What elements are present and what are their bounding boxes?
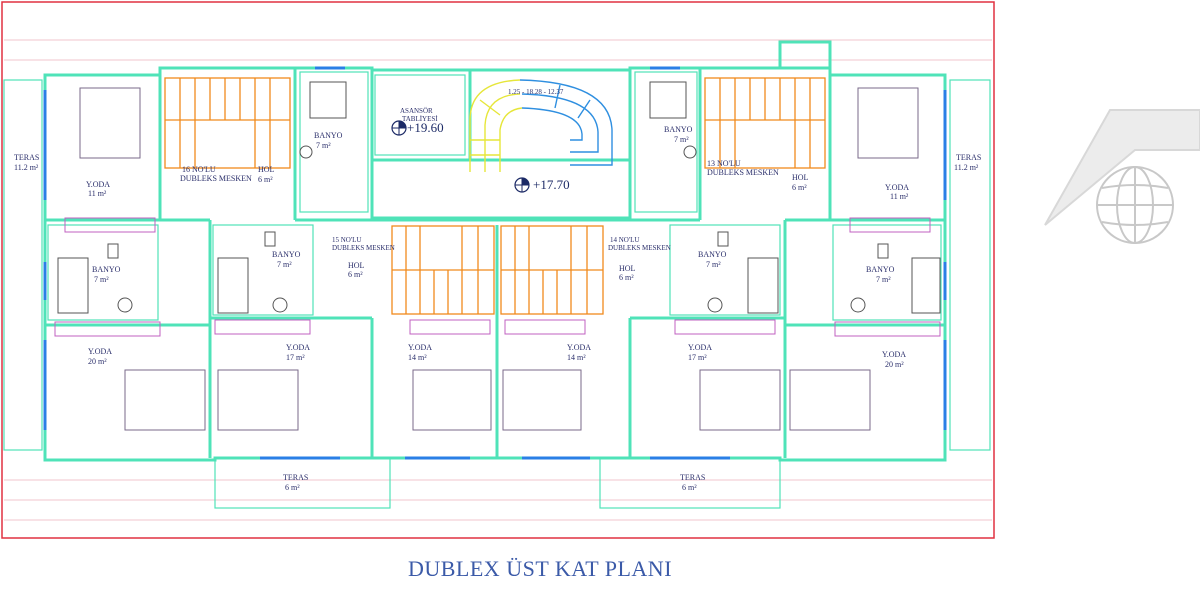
stairs-16 bbox=[164, 77, 291, 169]
room-area: 7 m² bbox=[316, 141, 331, 150]
bathtub-icon bbox=[747, 257, 779, 314]
room-name: 13 NO'LU bbox=[707, 159, 741, 168]
room-name: BANYO bbox=[664, 125, 693, 134]
stair-level: +17.70 bbox=[533, 177, 570, 192]
room-area: 6 m² bbox=[285, 483, 300, 492]
room-area: 7 m² bbox=[674, 135, 689, 144]
room-name: HOL bbox=[792, 173, 809, 182]
room-area: 14 m² bbox=[567, 353, 586, 362]
spiral-stair bbox=[469, 79, 613, 172]
bed-icon bbox=[699, 369, 781, 431]
room-name: 14 NO'LU bbox=[610, 236, 639, 244]
room-area: 6 m² bbox=[792, 183, 807, 192]
room-name: HOL bbox=[348, 261, 365, 270]
bathtub-icon bbox=[911, 257, 941, 314]
toilet-icon bbox=[107, 243, 119, 259]
roof-outline bbox=[1, 1, 995, 539]
room-area: 20 m² bbox=[88, 357, 107, 366]
level-marker-icon bbox=[391, 120, 530, 193]
bathtub-icon bbox=[57, 257, 89, 314]
room-area: 20 m² bbox=[885, 360, 904, 369]
bed-icon bbox=[124, 369, 206, 431]
room-name: TERAS bbox=[283, 473, 308, 482]
room-area: 17 m² bbox=[688, 353, 707, 362]
room-area: 11 m² bbox=[88, 189, 107, 198]
room-name: TERAS bbox=[680, 473, 705, 482]
bathtub-icon bbox=[309, 81, 347, 119]
room-area: 6 m² bbox=[258, 175, 273, 184]
bathtub-icon bbox=[649, 81, 687, 119]
room-name: 16 NO'LU bbox=[182, 165, 216, 174]
compass-logo-icon bbox=[1044, 109, 1200, 244]
room-name: DUBLEKS MESKEN bbox=[332, 244, 395, 252]
bed-icon bbox=[789, 369, 871, 431]
room-name: Y.ODA bbox=[286, 343, 310, 352]
bed-icon bbox=[217, 369, 299, 431]
room-name: DUBLEKS MESKEN bbox=[707, 168, 779, 177]
bathtub-icon bbox=[217, 257, 249, 314]
room-name: 15 NO'LU bbox=[332, 236, 361, 244]
room-area: 7 m² bbox=[876, 275, 891, 284]
room-name: Y.ODA bbox=[408, 343, 432, 352]
room-name: Y.ODA bbox=[88, 347, 112, 356]
sink-icon bbox=[272, 297, 288, 313]
toilet-icon bbox=[264, 231, 276, 247]
room-name: BANYO bbox=[272, 250, 301, 259]
sink-icon bbox=[850, 297, 866, 313]
room-area: 17 m² bbox=[286, 353, 305, 362]
room-area: 6 m² bbox=[348, 270, 363, 279]
wardrobes bbox=[54, 217, 941, 337]
bed-icon bbox=[412, 369, 492, 431]
sink-icon bbox=[299, 145, 313, 159]
room-name: BANYO bbox=[92, 265, 121, 274]
room-name: Y.ODA bbox=[688, 343, 712, 352]
sink-icon bbox=[117, 297, 133, 313]
windows bbox=[43, 66, 947, 460]
toilet-icon bbox=[877, 243, 889, 259]
bed-icon bbox=[79, 87, 141, 159]
bed-icon bbox=[502, 369, 582, 431]
room-name: Y.ODA bbox=[86, 180, 110, 189]
room-area: 14 m² bbox=[408, 353, 427, 362]
room-area: 6 m² bbox=[682, 483, 697, 492]
room-labels: TERAS 11.2 m² TERAS 11.2 m² Y.ODA 11 m² … bbox=[14, 88, 981, 492]
room-name: Y.ODA bbox=[882, 350, 906, 359]
building-walls bbox=[43, 40, 947, 462]
room-name: TERAS bbox=[14, 153, 39, 162]
room-area: 7 m² bbox=[94, 275, 109, 284]
stairs-orange bbox=[164, 77, 826, 315]
room-area: 6 m² bbox=[619, 273, 634, 282]
room-area: 11.2 m² bbox=[14, 163, 39, 172]
room-area: 7 m² bbox=[706, 260, 721, 269]
plan-title: DUBLEX ÜST KAT PLANI bbox=[407, 556, 673, 581]
room-area: 7 m² bbox=[277, 260, 292, 269]
sink-icon bbox=[683, 145, 697, 159]
stairs-15 bbox=[391, 225, 495, 315]
room-name: BANYO bbox=[866, 265, 895, 274]
room-area: 11 m² bbox=[890, 192, 909, 201]
stairs-13 bbox=[704, 77, 826, 169]
roof-hatch bbox=[4, 39, 992, 521]
bath-fixtures bbox=[57, 81, 941, 314]
room-name: DUBLEKS MESKEN bbox=[180, 174, 252, 183]
room-area: 11.2 m² bbox=[954, 163, 979, 172]
room-name: HOL bbox=[619, 264, 636, 273]
room-name: Y.ODA bbox=[567, 343, 591, 352]
bed-icon bbox=[857, 87, 919, 159]
room-name: HOL bbox=[258, 165, 275, 174]
toilet-icon bbox=[717, 231, 729, 247]
sink-icon bbox=[707, 297, 723, 313]
room-name: Y.ODA bbox=[885, 183, 909, 192]
room-name: BANYO bbox=[698, 250, 727, 259]
asansor-level: +19.60 bbox=[407, 120, 444, 135]
beds bbox=[79, 87, 919, 431]
asansor-label: ASANSÖR bbox=[400, 107, 433, 115]
room-name: TERAS bbox=[956, 153, 981, 162]
room-name: DUBLEKS MESKEN bbox=[608, 244, 671, 252]
asansor-label: TABLİYESİ bbox=[402, 115, 438, 123]
room-name: BANYO bbox=[314, 131, 343, 140]
stair-steps: 1.25 - 18.28 - 12.37 bbox=[508, 88, 564, 96]
stairs-14 bbox=[500, 225, 604, 315]
